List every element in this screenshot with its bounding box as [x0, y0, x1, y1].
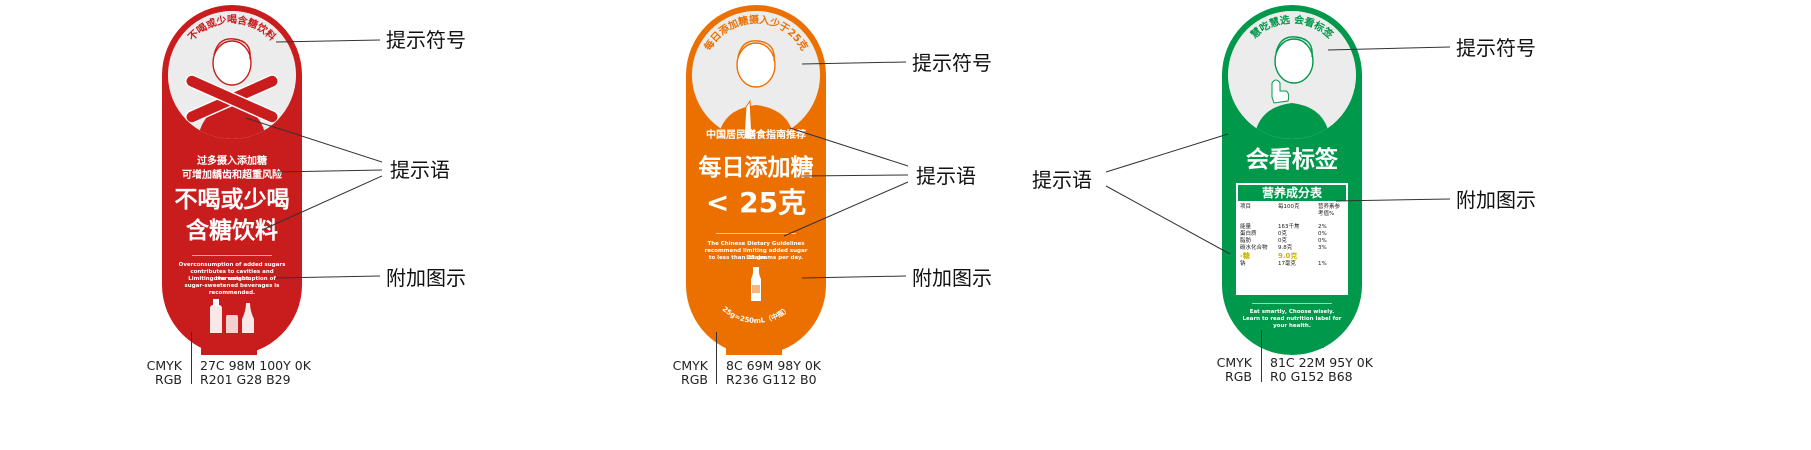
nutrition-table-title: 营养成分表 [1238, 185, 1346, 201]
nutrient-name: 钠 [1240, 261, 1246, 267]
headline-line-1: 会看标签 [1246, 147, 1338, 173]
table-row-highlight: -糖 9.0克 [1236, 252, 1348, 261]
nutrition-header-nrv: 营养素参考值% [1318, 204, 1341, 217]
nutrient-amount: 163千焦 [1278, 224, 1300, 230]
nutrient-nrv: 1% [1318, 261, 1327, 267]
arc-text-red: 不喝或少喝含糖饮料 [186, 13, 279, 43]
callout-slogan-label: 提示语 [916, 164, 976, 188]
arc-text-orange: 每日添加糖摄入少于25克 [701, 13, 811, 53]
nutrient-nrv: 0% [1318, 231, 1327, 237]
rgb-label: RGB [155, 372, 182, 387]
callout-symbol-label: 提示符号 [912, 51, 992, 75]
reminder-symbol [692, 11, 820, 139]
rgb-value: R236 G112 B0 [726, 372, 817, 387]
cmyk-label: CMYK [146, 358, 182, 373]
reminder-symbol [1228, 11, 1356, 139]
warning-symbol [168, 11, 296, 139]
bottom-arc-text: 25g≈250mL（中瓶） [721, 305, 792, 325]
subtitle-line-2: 可增加龋齿和超重风险 [182, 170, 282, 181]
english-line-2: Learn to read nutrition label for your h… [1242, 316, 1342, 329]
nutrition-facts-table: 营养成分表 项目 每100克 营养素参考值% 能量 163千焦 2% 蛋白质 0… [1236, 183, 1348, 295]
callout-slogan-label: 提示语 [1032, 168, 1092, 192]
svg-text:慧吃慧选 会看标签: 慧吃慧选 会看标签 [1248, 13, 1337, 42]
person-thinking-icon [692, 11, 820, 139]
cmyk-label: CMYK [1216, 355, 1252, 370]
nutrition-header-per100: 每100克 [1278, 204, 1300, 210]
person-thumbs-up-icon [1228, 11, 1356, 139]
nutrient-name: 能量 [1240, 224, 1252, 230]
panel-green: 慧吃慧选 会看标签 会看标签 营养成分表 项目 每100克 营养素参考值% 能量… [1032, 0, 1811, 450]
english-line-2: recommend limiting added sugar intake [704, 248, 808, 261]
table-row: 能量 163千焦 2% [1236, 224, 1348, 231]
subtitle-line-1: 中国居民膳食指南推荐 [706, 130, 806, 141]
table-row: 钠 17毫克 1% [1236, 261, 1348, 268]
label-pill-orange: 每日添加糖摄入少于25克 中国居民膳食指南推荐 每日添加糖 < 25克 The … [686, 5, 826, 355]
color-swatch [201, 333, 257, 355]
nutrient-amount: 0克 [1278, 238, 1287, 244]
nutrient-nrv: 2% [1318, 224, 1327, 230]
divider [716, 233, 796, 234]
callout-slogan-label: 提示语 [390, 158, 450, 182]
callout-symbol-label: 提示符号 [386, 28, 466, 52]
nutrient-name: 蛋白质 [1240, 231, 1257, 237]
svg-text:不喝或少喝含糖饮料: 不喝或少喝含糖饮料 [186, 13, 279, 43]
panel-red: 不喝或少喝含糖饮料 过多摄入添加糖 可增加龋齿和超重风险 不喝或少喝 含糖饮料 … [0, 0, 600, 450]
nutrient-nrv [1318, 252, 1344, 261]
nutrient-amount: 9.0克 [1278, 252, 1298, 260]
rgb-label: RGB [681, 372, 708, 387]
subtitle-line-1: 过多摄入添加糖 [197, 156, 267, 167]
cmyk-label: CMYK [672, 358, 708, 373]
divider [192, 255, 272, 256]
nutrient-nrv: 0% [1318, 238, 1327, 244]
nutrient-amount: 9.8克 [1278, 245, 1293, 251]
label-pill-red: 不喝或少喝含糖饮料 过多摄入添加糖 可增加龋齿和超重风险 不喝或少喝 含糖饮料 … [162, 5, 302, 355]
panel-orange: 每日添加糖摄入少于25克 中国居民膳食指南推荐 每日添加糖 < 25克 The … [600, 0, 1200, 450]
english-line-3: to less than 25 grams per day. [708, 255, 804, 261]
english-line-4: sugar-sweetened beverages is recommended… [184, 283, 280, 296]
label-pill-green: 慧吃慧选 会看标签 会看标签 营养成分表 项目 每100克 营养素参考值% 能量… [1222, 5, 1362, 355]
english-line-2: contributes to cavities and overweight. [190, 269, 274, 282]
cmyk-value: 81C 22M 95Y 0K [1270, 355, 1373, 370]
english-line-3: Limiting the consumption of [188, 276, 276, 282]
divider [1252, 303, 1332, 304]
callout-symbol-label: 提示符号 [1456, 36, 1536, 60]
callout-graphic-label: 附加图示 [1456, 188, 1536, 212]
spec-divider [716, 332, 717, 384]
callout-graphic-label: 附加图示 [912, 266, 992, 290]
color-swatch [1270, 328, 1324, 348]
spec-divider [191, 332, 192, 384]
table-row: 脂肪 0克 0% [1236, 238, 1348, 245]
bottom-arc-orange: 25g≈250mL（中瓶） [721, 305, 792, 325]
rgb-value: R0 G152 B68 [1270, 369, 1353, 384]
english-line-1: Eat smartly, Choose wisely. [1249, 309, 1335, 315]
color-swatch [726, 333, 782, 355]
rgb-label: RGB [1225, 369, 1252, 384]
table-row: 蛋白质 0克 0% [1236, 231, 1348, 238]
cmyk-value: 27C 98M 100Y 0K [200, 358, 311, 373]
nutrient-name: 脂肪 [1240, 238, 1252, 244]
nutrient-name: -糖 [1240, 252, 1250, 260]
bottle-icon [751, 267, 761, 301]
english-line-1: The Chinese Dietary Guidelines [707, 241, 805, 247]
arc-text-green: 慧吃慧选 会看标签 [1248, 13, 1337, 42]
arc-text: 不喝或少喝含糖饮料 [186, 13, 279, 43]
arc-text: 慧吃慧选 会看标签 [1248, 13, 1337, 42]
rgb-value: R201 G28 B29 [200, 372, 291, 387]
headline-line-2: 含糖饮料 [186, 218, 278, 244]
table-row: 碳水化合物 9.8克 3% [1236, 245, 1348, 252]
nutrient-nrv: 3% [1318, 245, 1327, 251]
person-crossed-arms-icon [168, 11, 296, 139]
nutrition-header-item: 项目 [1240, 204, 1252, 210]
nutrition-header-row: 项目 每100克 营养素参考值% [1236, 204, 1348, 218]
headline-line-1: 不喝或少喝 [174, 187, 290, 213]
cmyk-value: 8C 69M 98Y 0K [726, 358, 821, 373]
nutrient-amount: 0克 [1278, 231, 1287, 237]
english-line-1: Overconsumption of added sugars [178, 262, 286, 268]
callout-graphic-label: 附加图示 [386, 266, 466, 290]
nutrient-amount: 17毫克 [1278, 261, 1296, 267]
svg-text:25g≈250mL（中瓶）: 25g≈250mL（中瓶） [721, 305, 792, 325]
nutrient-name: 碳水化合物 [1240, 245, 1268, 251]
spec-divider [1261, 330, 1262, 382]
